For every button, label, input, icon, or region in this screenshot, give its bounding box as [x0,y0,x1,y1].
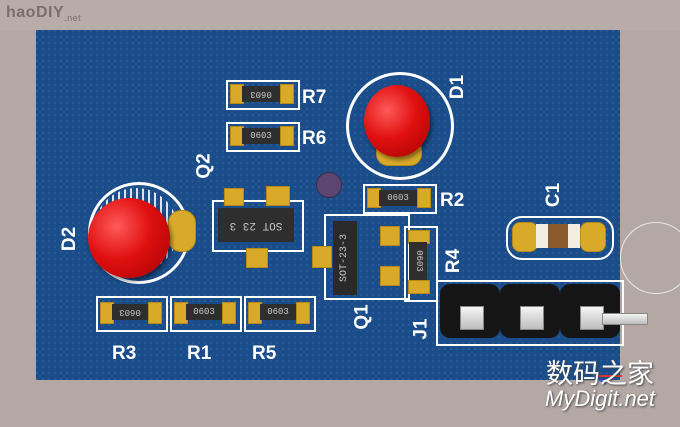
r7-body[interactable]: 0603 [242,86,280,102]
q1-pad-1 [312,246,332,268]
r7-outline [226,80,300,110]
d1-label: D1 [447,74,469,100]
r3-pad-right [148,302,162,324]
j1-pin-2[interactable] [520,306,544,330]
c1-pad-right [580,222,606,252]
r6-body[interactable]: 0603 [242,128,280,144]
r4-pad-bottom [408,280,430,294]
q2-label: Q2 [193,153,215,179]
r5-outline [244,296,316,332]
d2-led[interactable] [88,198,170,278]
q1-pad-3 [380,266,400,286]
c1-body-mark [548,224,568,248]
c1-pad-left [512,222,538,252]
view-circle [620,222,680,294]
q1-pad-2 [380,226,400,246]
r6-pad-right [280,126,294,146]
r5-label: R5 [252,343,277,364]
r2-pad-right [417,188,431,208]
d1-outline [346,72,454,180]
j1-label: J1 [410,318,432,340]
q1-label: Q1 [351,304,373,330]
r6-outline [226,122,300,152]
d1-led[interactable] [364,85,430,157]
r1-label: R1 [187,343,212,364]
r1-body[interactable]: 0603 [186,304,222,320]
watermark-haodiy: haoDIY.net [6,4,82,24]
q2-pad-1 [224,188,244,206]
pcb-board[interactable]: 0603 R7 0603 R6 D1 0603 R2 Q2 SOT 23 3 S… [36,30,648,380]
r3-body[interactable]: 0603 [112,304,148,320]
j1-pin-1[interactable] [460,306,484,330]
r2-label: R2 [440,190,465,211]
r6-label: R6 [302,128,327,149]
q1-body[interactable]: SOT-23-3 [333,221,357,295]
r7-pad-right [280,84,294,104]
via [316,172,342,198]
q2-pad-2 [266,186,290,206]
r1-pad-right [222,302,236,324]
r5-pad-right [296,302,310,324]
r2-outline [363,184,437,214]
r2-body[interactable]: 0603 [379,190,417,206]
r4-label: R4 [443,248,465,274]
q2-body[interactable]: SOT 23 3 [218,208,294,242]
d2-label: D2 [59,226,81,252]
d2-pad [168,210,196,252]
watermark-mydigit-site: MyDigit.net [545,386,656,411]
r4-outline [404,226,438,302]
j1-pin-3-extension [602,313,648,325]
viewport-background [0,0,680,30]
r5-body[interactable]: 0603 [260,304,296,320]
c1-label: C1 [543,182,565,208]
r3-label: R3 [112,343,137,364]
c1-outline [506,216,614,260]
r3-outline [96,296,168,332]
r4-body[interactable]: 0603 [409,242,427,280]
r1-outline [170,296,242,332]
j1-pin-3[interactable] [580,306,604,330]
watermark-mydigit-cn: 数码之家 [546,359,654,390]
r7-label: R7 [302,87,327,108]
q2-pad-3 [246,248,268,268]
axis-gizmo [586,362,630,386]
